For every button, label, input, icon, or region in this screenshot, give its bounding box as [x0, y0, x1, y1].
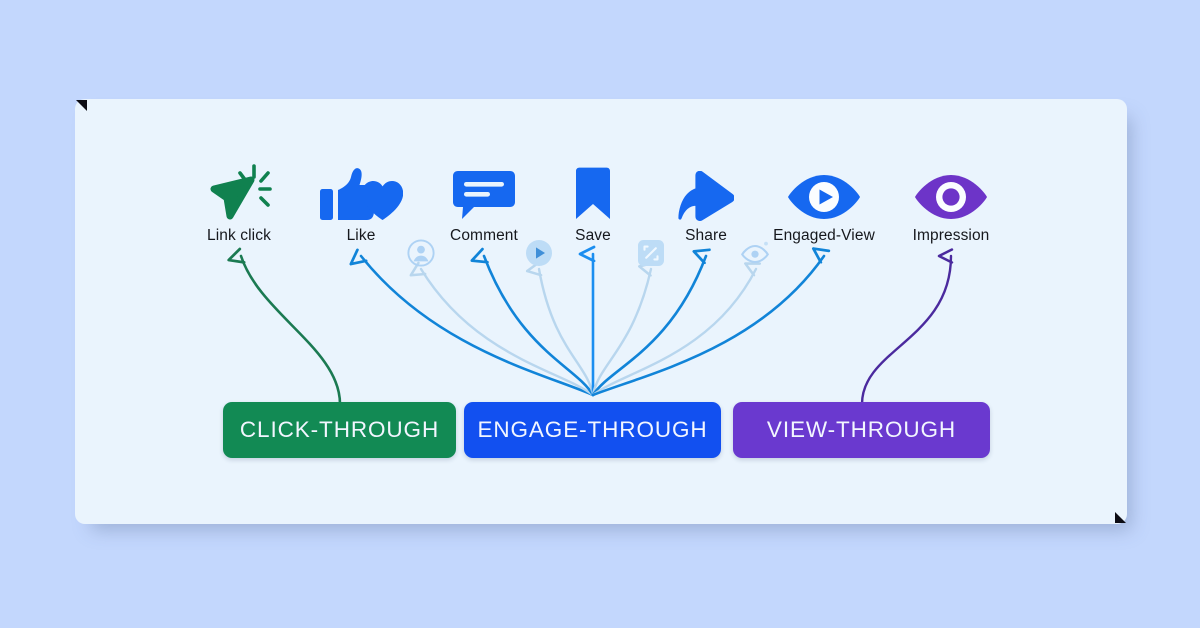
thumbs-up-heart-icon: [286, 159, 436, 221]
channel-label: ENGAGE-THROUGH: [477, 417, 708, 442]
secondary-metric-profile-visit[interactable]: [407, 239, 435, 272]
flow-engage-eye-view: [591, 269, 756, 397]
flow-engage-profile: [421, 269, 595, 397]
secondary-metric-expand[interactable]: [637, 239, 665, 272]
channel-label: CLICK-THROUGH: [239, 417, 440, 442]
share-arrow-icon: [631, 159, 781, 221]
metric-label: Comment: [450, 227, 518, 244]
metric-save[interactable]: Save: [518, 159, 668, 244]
profile-avatar-icon: [407, 239, 435, 267]
metric-label: Share: [685, 227, 727, 244]
flow-engage-engaged-view: [591, 256, 824, 397]
flow-view-through-impression: [860, 256, 951, 406]
channel-view-through[interactable]: VIEW-THROUGH: [733, 402, 990, 458]
metric-label: Save: [575, 227, 611, 244]
card-corner-bottom-right: [1113, 510, 1127, 524]
flow-engage-like: [361, 256, 595, 397]
flow-engage-comment: [484, 256, 595, 397]
comment-bubble-icon: [409, 159, 559, 221]
infographic-card: Link click Like Comment: [75, 99, 1127, 524]
metric-comment[interactable]: Comment: [409, 159, 559, 244]
metric-engaged-view[interactable]: Engaged-View: [749, 159, 899, 244]
channel-click-through[interactable]: CLICK-THROUGH: [223, 402, 456, 458]
eye-play-icon: [749, 159, 899, 221]
eye-sparkle-icon: [740, 241, 770, 264]
flow-engage-video-play: [539, 269, 595, 397]
cursor-click-icon: [164, 159, 314, 221]
metric-label: Engaged-View: [773, 227, 875, 244]
bookmark-icon: [518, 159, 668, 221]
expand-arrows-icon: [638, 240, 664, 266]
metric-label: Like: [346, 227, 376, 244]
eye-impression-icon: [876, 159, 1026, 221]
metric-link-click[interactable]: Link click: [164, 159, 314, 244]
secondary-metric-video-play[interactable]: [525, 239, 553, 272]
metric-share[interactable]: Share: [631, 159, 781, 244]
metric-like[interactable]: Like: [286, 159, 436, 244]
channel-engage-through[interactable]: ENGAGE-THROUGH: [464, 402, 721, 458]
card-corner-top-left: [75, 99, 89, 113]
channel-label: VIEW-THROUGH: [766, 417, 957, 442]
metric-impression[interactable]: Impression: [876, 159, 1026, 244]
play-circle-icon: [526, 240, 552, 266]
metric-label: Impression: [912, 227, 990, 244]
flow-click-through-link-click: [241, 256, 342, 406]
secondary-metric-eye-view[interactable]: [740, 239, 771, 272]
metric-label: Link click: [207, 227, 271, 244]
attribution-flow-diagram: [75, 99, 1127, 406]
flow-engage-share: [591, 256, 706, 397]
flow-engage-expand: [591, 269, 651, 397]
